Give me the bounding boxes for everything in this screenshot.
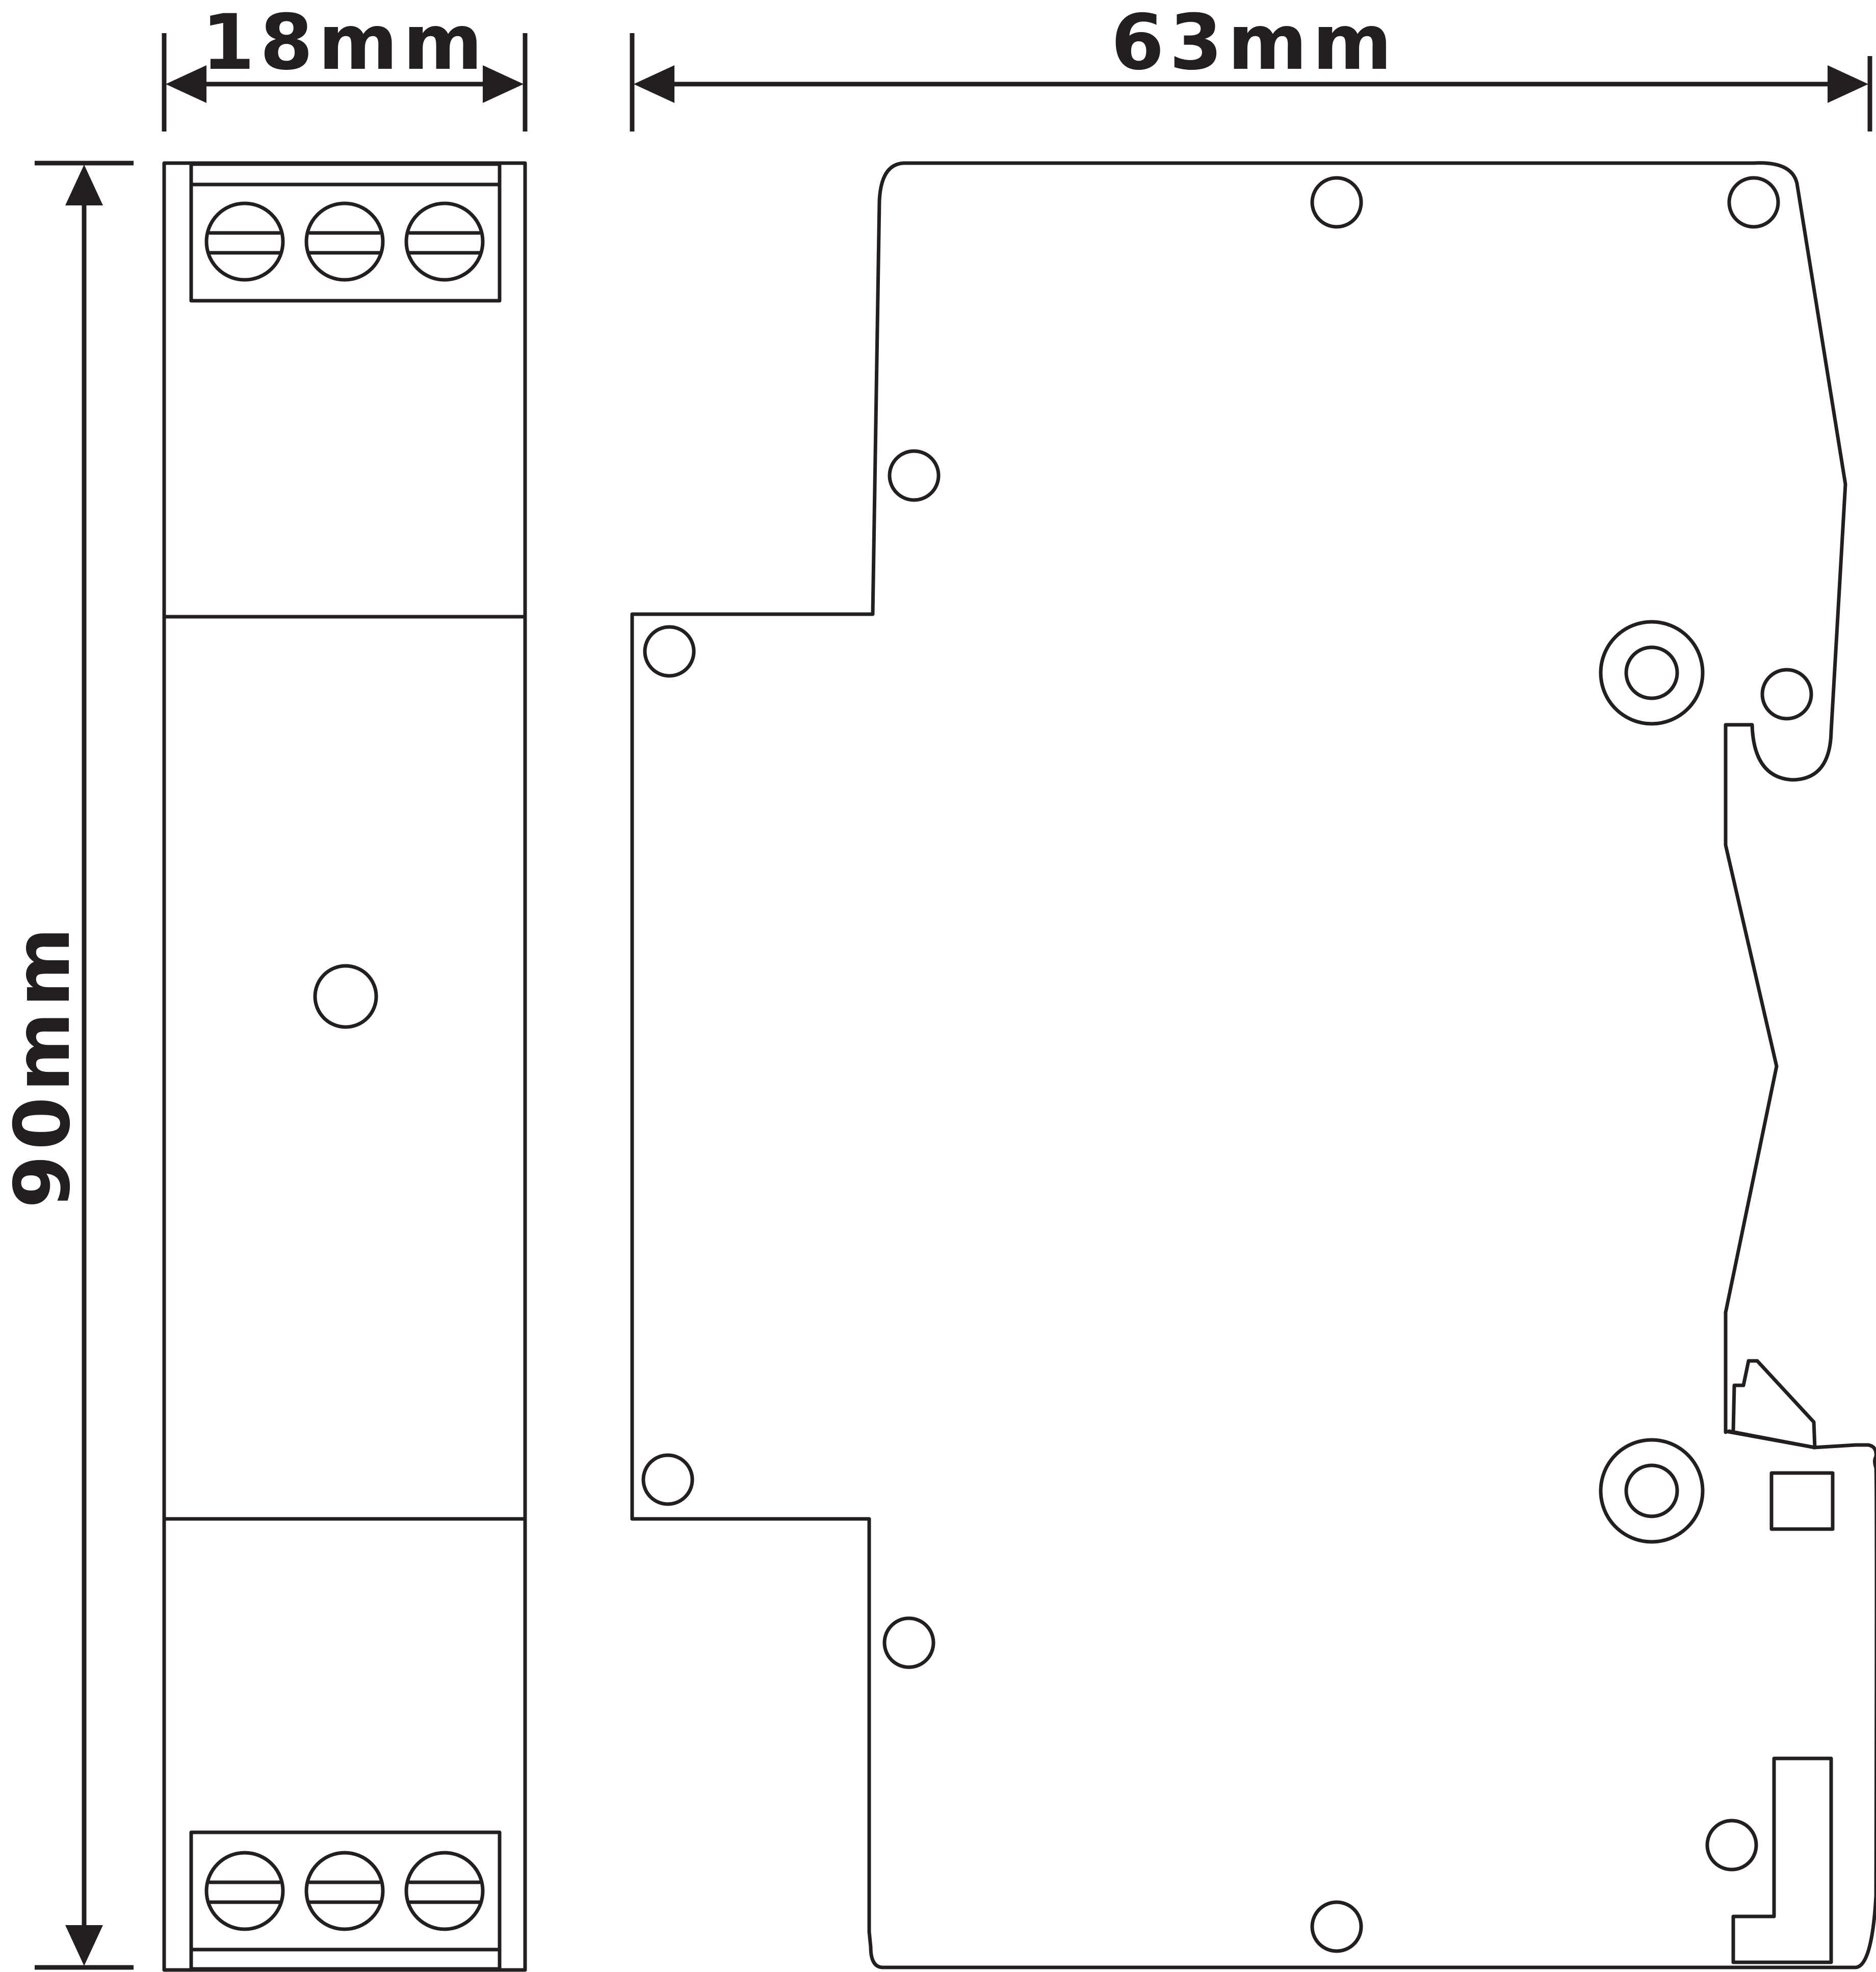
terminal-screw-icon — [404, 1851, 485, 1931]
front-view — [162, 161, 527, 1972]
l-bracket — [1731, 1756, 1833, 1964]
side-hole — [1705, 1819, 1758, 1872]
side-hole — [888, 449, 941, 502]
side-hole — [1727, 176, 1780, 229]
bottom-terminal-block — [189, 1830, 502, 1971]
side-body-outline — [902, 161, 1847, 1433]
side-hole — [1760, 668, 1813, 721]
dimension-63mm: 63mm — [630, 0, 1872, 132]
side-hole — [1310, 176, 1363, 229]
dimension-18mm: 18mm — [162, 0, 528, 132]
slot — [1769, 1471, 1835, 1531]
label-18mm: 18mm — [201, 0, 487, 87]
side-hole — [1310, 1900, 1363, 1953]
terminal-screw-icon — [204, 201, 285, 282]
front-body-outline — [162, 161, 527, 1972]
side-hole — [643, 625, 696, 678]
rivet-icon — [1599, 620, 1705, 726]
terminal-screw-icon — [304, 201, 385, 282]
dimension-90mm: 90mm — [0, 161, 134, 1970]
terminal-screw-icon — [404, 201, 485, 282]
top-terminal-block — [189, 162, 502, 303]
terminal-screw-icon — [304, 1851, 385, 1931]
front-center-hole — [313, 964, 378, 1029]
side-view — [630, 161, 1876, 1969]
side-hole — [882, 1616, 935, 1669]
label-63mm: 63mm — [1111, 0, 1397, 87]
side-hole — [641, 1453, 694, 1506]
label-90mm: 90mm — [0, 922, 87, 1208]
rivet-icon — [1599, 1438, 1705, 1544]
terminal-screw-icon — [204, 1851, 285, 1931]
